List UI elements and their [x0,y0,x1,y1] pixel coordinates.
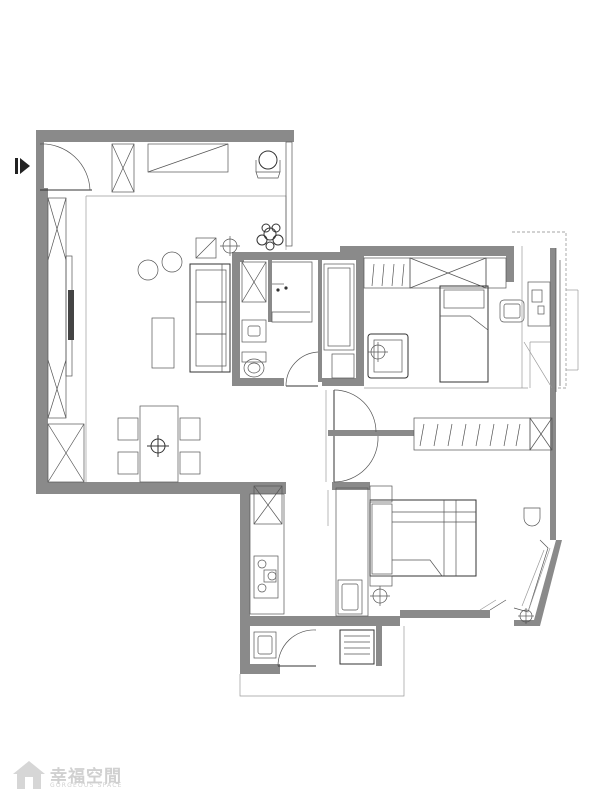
stove-icon [253,555,279,599]
washing-machine-icon [339,629,375,665]
lounge-chair-icon [367,333,409,379]
watermark-subtitle: GORGEOUS SPACE [50,782,123,789]
toilet-icon [241,351,267,378]
entrance-marker-icon [15,158,30,174]
watermark-title: 幸福空間 [50,767,122,787]
bedside-lamp-icon [370,586,390,606]
house-logo-icon [13,761,45,789]
bathroom [241,261,355,387]
desk-chair-icon [499,299,525,323]
sofa-icon [189,263,231,373]
bedroom-doors [325,389,379,483]
bed-icon [439,285,489,383]
plant-icon [256,223,284,251]
walls [36,130,562,674]
bedroom-1 [363,231,579,392]
ceiling-lamp-icon [368,342,388,362]
basin-icon [241,319,267,343]
entrance-door [39,143,92,191]
double-bed-icon [369,499,477,577]
living-room [47,141,293,483]
pendant-lamp-icon [147,435,169,457]
bedroom-2 [369,485,551,624]
dining-area [117,405,201,483]
kitchen-sink-icon [337,579,363,615]
wardrobe-middle [413,417,553,451]
kitchen [249,485,369,617]
watermark-logo: 幸福空間 GORGEOUS SPACE [12,758,172,794]
utility-sink-icon [253,631,277,659]
service-balcony [239,626,405,697]
armchair-icon [255,150,281,179]
floor-lamp-icon [220,236,240,256]
